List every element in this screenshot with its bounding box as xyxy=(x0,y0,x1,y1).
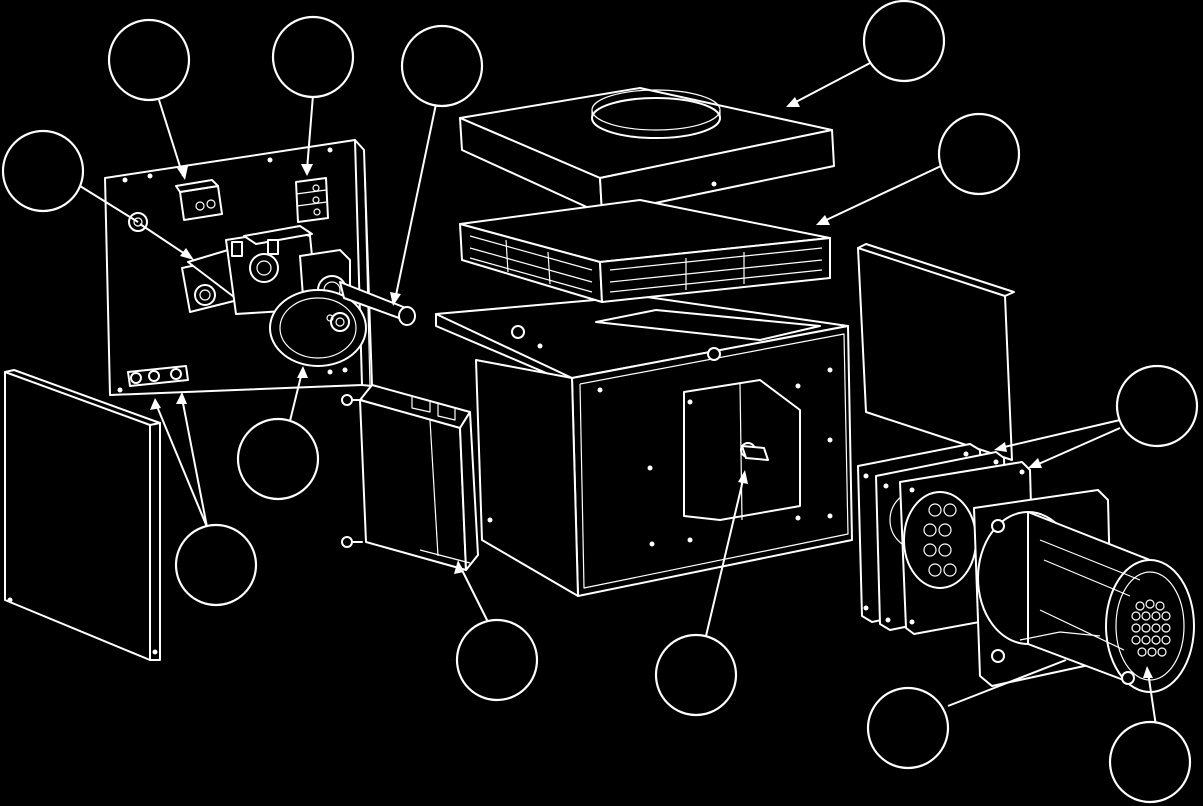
callout-balloon xyxy=(271,15,355,99)
igniter-box xyxy=(341,384,479,571)
wire-connectors xyxy=(127,365,189,387)
callout-balloon xyxy=(1115,364,1199,448)
louvered-cover xyxy=(459,199,831,303)
burner-tube-assembly xyxy=(973,489,1195,693)
callout-balloon xyxy=(1,129,85,213)
callout-balloon xyxy=(862,0,946,83)
terminal-block-2pin xyxy=(175,179,223,221)
callout-balloon xyxy=(455,618,539,702)
callout-balloon xyxy=(107,18,191,102)
callout-balloon xyxy=(174,523,258,607)
burner-housing xyxy=(435,295,853,597)
side-panel-right xyxy=(857,243,1015,461)
callout-balloon xyxy=(236,417,320,501)
callout-balloon xyxy=(866,686,950,770)
terminal-block-3pin xyxy=(295,177,329,223)
callout-balloon xyxy=(937,112,1021,196)
callout-balloon xyxy=(654,633,738,717)
callout-balloon xyxy=(400,24,484,108)
leader-lines xyxy=(79,61,1157,727)
front-door-panel xyxy=(4,369,161,661)
gas-valve-assembly xyxy=(181,225,416,367)
flue-collector-top xyxy=(459,87,835,215)
callout-balloon xyxy=(1108,720,1192,804)
